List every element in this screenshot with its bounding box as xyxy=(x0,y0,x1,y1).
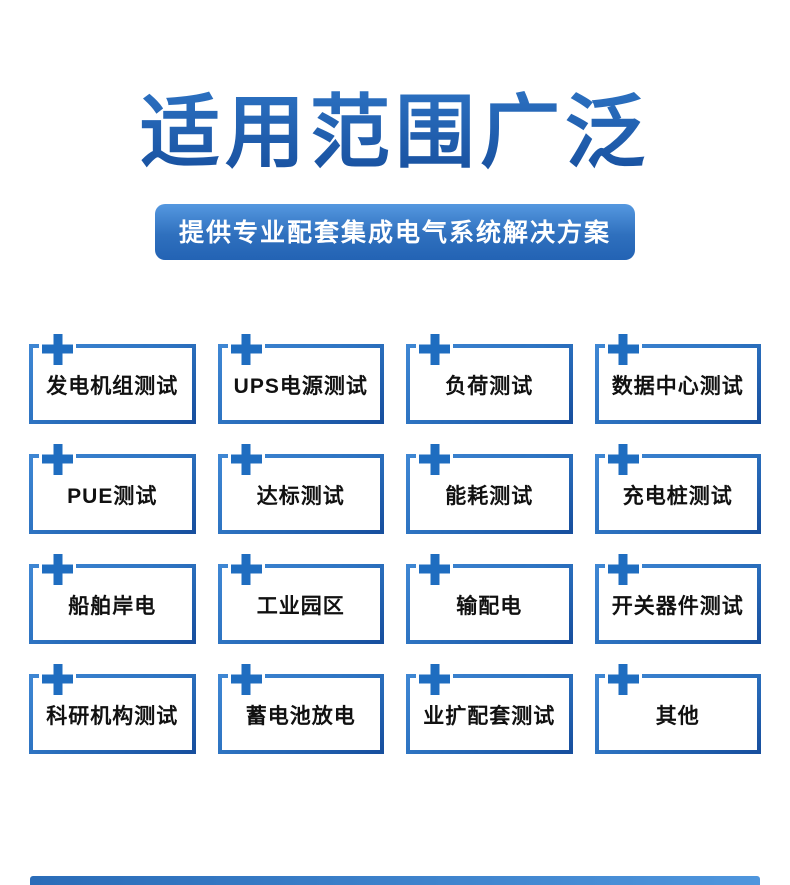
plus-icon xyxy=(227,440,265,478)
plus-icon xyxy=(604,440,642,478)
application-card-generator-test: 发电机组测试 xyxy=(29,330,196,424)
application-card-label: 工业园区 xyxy=(256,594,345,618)
application-card-power-transmission: 输配电 xyxy=(406,550,573,644)
plus-icon xyxy=(604,330,642,368)
plus-icon xyxy=(227,550,265,588)
application-card-label: 负荷测试 xyxy=(445,374,534,398)
application-card-shore-power: 船舶岸电 xyxy=(29,550,196,644)
application-card-label: UPS电源测试 xyxy=(233,374,368,398)
application-card-label: 船舶岸电 xyxy=(68,594,157,618)
application-card-industrial-park: 工业园区 xyxy=(217,550,384,644)
application-card-label: 充电桩测试 xyxy=(622,484,733,508)
application-card-pue-test: PUE测试 xyxy=(29,440,196,534)
application-card-label: PUE测试 xyxy=(67,484,158,508)
application-card-energy-consumption-test: 能耗测试 xyxy=(406,440,573,534)
application-card-other: 其他 xyxy=(594,660,761,754)
plus-icon xyxy=(39,550,76,588)
application-card-label: 输配电 xyxy=(456,594,523,618)
plus-icon xyxy=(39,660,76,698)
plus-icon xyxy=(604,660,642,698)
application-card-ups-test: UPS电源测试 xyxy=(217,330,384,424)
application-card-battery-discharge: 蓄电池放电 xyxy=(217,660,384,754)
application-card-label: 科研机构测试 xyxy=(46,704,179,728)
application-card-label: 达标测试 xyxy=(256,484,345,508)
application-card-charging-pile-test: 充电桩测试 xyxy=(594,440,761,534)
application-card-label: 蓄电池放电 xyxy=(245,704,356,728)
plus-icon xyxy=(604,550,642,588)
application-card-load-test: 负荷测试 xyxy=(406,330,573,424)
application-card-label: 数据中心测试 xyxy=(611,374,744,398)
plus-icon xyxy=(416,440,453,478)
application-card-compliance-test: 达标测试 xyxy=(217,440,384,534)
plus-icon xyxy=(416,660,453,698)
plus-icon xyxy=(416,330,453,368)
hero-title: 适用范围广泛 xyxy=(0,0,790,178)
plus-icon xyxy=(416,550,453,588)
hero-subtitle-text: 提供专业配套集成电气系统解决方案 xyxy=(178,218,611,247)
application-card-expansion-support-test: 业扩配套测试 xyxy=(406,660,573,754)
plus-icon xyxy=(39,330,76,368)
application-card-research-institution-test: 科研机构测试 xyxy=(29,660,196,754)
application-card-label: 开关器件测试 xyxy=(611,594,744,618)
application-card-datacenter-test: 数据中心测试 xyxy=(594,330,761,424)
application-card-label: 发电机组测试 xyxy=(46,374,179,398)
hero-subtitle-banner: 提供专业配套集成电气系统解决方案 xyxy=(154,203,635,260)
plus-icon xyxy=(227,330,265,368)
application-grid: 发电机组测试 UPS电源测试 负荷测试 数据中心测试 PUE测试 达标测试 能耗… xyxy=(29,330,761,754)
application-card-label: 能耗测试 xyxy=(445,484,534,508)
bottom-accent-bar xyxy=(30,876,760,885)
application-card-label: 其他 xyxy=(655,704,700,728)
plus-icon xyxy=(227,660,265,698)
plus-icon xyxy=(39,440,76,478)
application-card-switchgear-test: 开关器件测试 xyxy=(594,550,761,644)
application-card-label: 业扩配套测试 xyxy=(423,704,556,728)
